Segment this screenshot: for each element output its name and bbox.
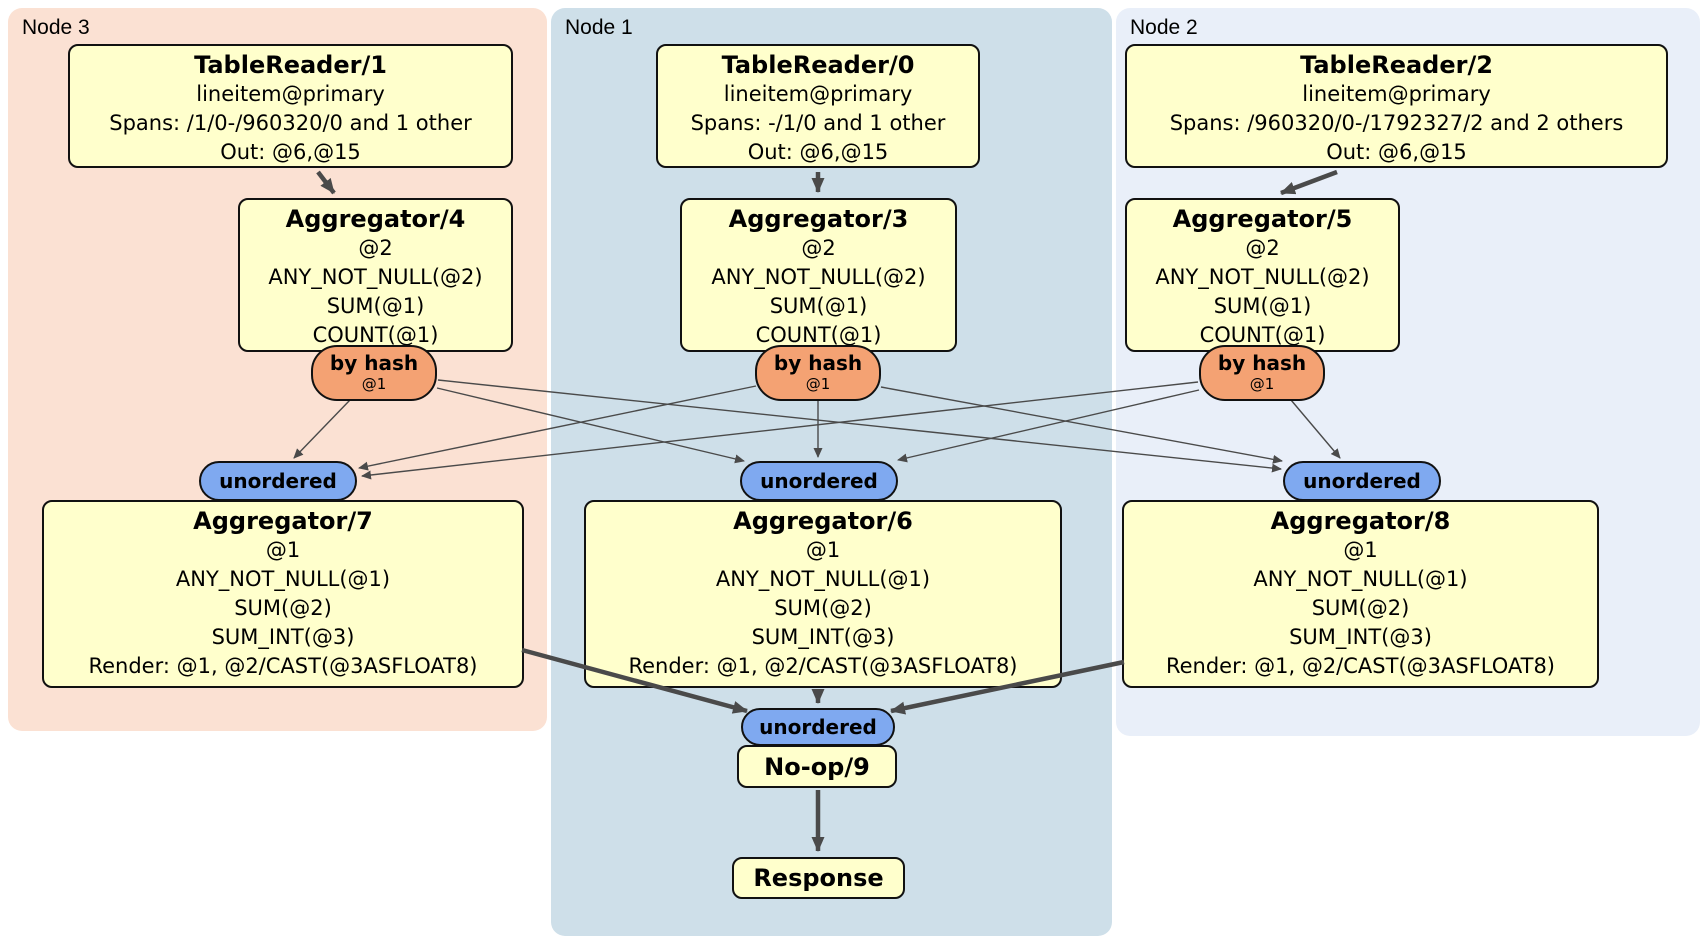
processor-title: Aggregator/4 (285, 205, 466, 233)
processor-detail: lineitem@primary (196, 82, 385, 106)
processor-detail: lineitem@primary (1302, 82, 1491, 106)
unordered-sync-node3: unordered (199, 461, 357, 501)
processor-detail: Render: @1, @2/CAST(@3ASFLOAT8) (1165, 654, 1556, 678)
processor-detail: SUM(@2) (1311, 596, 1410, 620)
processor-aggregator-7: Aggregator/7 @1 ANY_NOT_NULL(@1) SUM(@2)… (42, 500, 524, 688)
processor-detail: ANY_NOT_NULL(@2) (1155, 265, 1370, 289)
hash-router-label: by hash (1217, 351, 1307, 375)
processor-detail: SUM(@1) (326, 294, 425, 318)
processor-title: Response (753, 864, 884, 892)
processor-aggregator-4: Aggregator/4 @2 ANY_NOT_NULL(@2) SUM(@1)… (238, 198, 513, 352)
region-node-1-label: Node 1 (565, 16, 633, 39)
processor-detail: @2 (358, 236, 393, 260)
processor-detail: COUNT(@1) (1199, 323, 1326, 347)
hash-router-key: @1 (361, 375, 387, 393)
processor-detail: Out: @6,@15 (1326, 140, 1467, 164)
processor-title: Aggregator/8 (1270, 507, 1451, 535)
hash-router-key: @1 (805, 375, 831, 393)
hash-router-key: @1 (1249, 375, 1275, 393)
processor-detail: @1 (805, 538, 841, 562)
unordered-sync-node1: unordered (740, 461, 898, 501)
processor-aggregator-8: Aggregator/8 @1 ANY_NOT_NULL(@1) SUM(@2)… (1122, 500, 1599, 688)
unordered-sync-node2: unordered (1283, 461, 1441, 501)
hash-router-node1: by hash @1 (755, 345, 881, 401)
processor-noop-9: No-op/9 (737, 745, 897, 788)
processor-detail: @2 (1245, 236, 1280, 260)
processor-detail: ANY_NOT_NULL(@1) (175, 567, 391, 591)
processor-detail: SUM(@1) (769, 294, 868, 318)
processor-aggregator-3: Aggregator/3 @2 ANY_NOT_NULL(@2) SUM(@1)… (680, 198, 957, 352)
processor-title: Aggregator/6 (733, 507, 913, 535)
processor-detail: @1 (1343, 538, 1378, 562)
processor-tablereader-2: TableReader/2 lineitem@primary Spans: /9… (1125, 44, 1668, 168)
processor-detail: Out: @6,@15 (220, 140, 361, 164)
processor-title: Aggregator/3 (728, 205, 909, 233)
processor-detail: SUM_INT(@3) (1289, 625, 1432, 649)
processor-aggregator-5: Aggregator/5 @2 ANY_NOT_NULL(@2) SUM(@1)… (1125, 198, 1400, 352)
region-node-3-label: Node 3 (22, 16, 90, 39)
processor-detail: ANY_NOT_NULL(@2) (711, 265, 926, 289)
processor-detail: COUNT(@1) (312, 323, 439, 347)
processor-detail: Spans: -/1/0 and 1 other (690, 111, 946, 135)
processor-title: Aggregator/5 (1172, 205, 1353, 233)
processor-detail: Spans: /1/0-/960320/0 and 1 other (109, 111, 472, 135)
processor-detail: SUM(@2) (234, 596, 332, 620)
processor-detail: Out: @6,@15 (747, 140, 889, 164)
processor-title: TableReader/0 (721, 51, 915, 79)
hash-router-node3: by hash @1 (311, 345, 437, 401)
processor-detail: SUM_INT(@3) (211, 625, 355, 649)
processor-title: No-op/9 (764, 752, 870, 781)
processor-title: TableReader/1 (194, 51, 387, 79)
unordered-sync-final: unordered (741, 708, 895, 746)
processor-detail: COUNT(@1) (755, 323, 882, 347)
region-node-2-label: Node 2 (1130, 16, 1198, 39)
processor-detail: lineitem@primary (723, 82, 913, 106)
processor-detail: Spans: /960320/0-/1792327/2 and 2 others (1169, 111, 1624, 135)
processor-detail: ANY_NOT_NULL(@2) (268, 265, 483, 289)
hash-router-node2: by hash @1 (1199, 345, 1325, 401)
processor-detail: ANY_NOT_NULL(@1) (1253, 567, 1468, 591)
processor-tablereader-1: TableReader/1 lineitem@primary Spans: /1… (68, 44, 513, 168)
processor-aggregator-6: Aggregator/6 @1 ANY_NOT_NULL(@1) SUM(@2)… (584, 500, 1062, 688)
processor-title: TableReader/2 (1300, 51, 1493, 79)
processor-detail: @2 (801, 236, 836, 260)
processor-tablereader-0: TableReader/0 lineitem@primary Spans: -/… (656, 44, 980, 168)
processor-detail: Render: @1, @2/CAST(@3ASFLOAT8) (88, 654, 478, 678)
processor-detail: ANY_NOT_NULL(@1) (715, 567, 931, 591)
response-node: Response (732, 857, 905, 899)
processor-detail: @1 (265, 538, 301, 562)
hash-router-label: by hash (773, 351, 863, 375)
processor-detail: SUM_INT(@3) (751, 625, 895, 649)
processor-detail: Render: @1, @2/CAST(@3ASFLOAT8) (628, 654, 1018, 678)
hash-router-label: by hash (329, 351, 419, 375)
processor-detail: SUM(@1) (1213, 294, 1312, 318)
processor-title: Aggregator/7 (193, 507, 373, 535)
processor-detail: SUM(@2) (774, 596, 872, 620)
